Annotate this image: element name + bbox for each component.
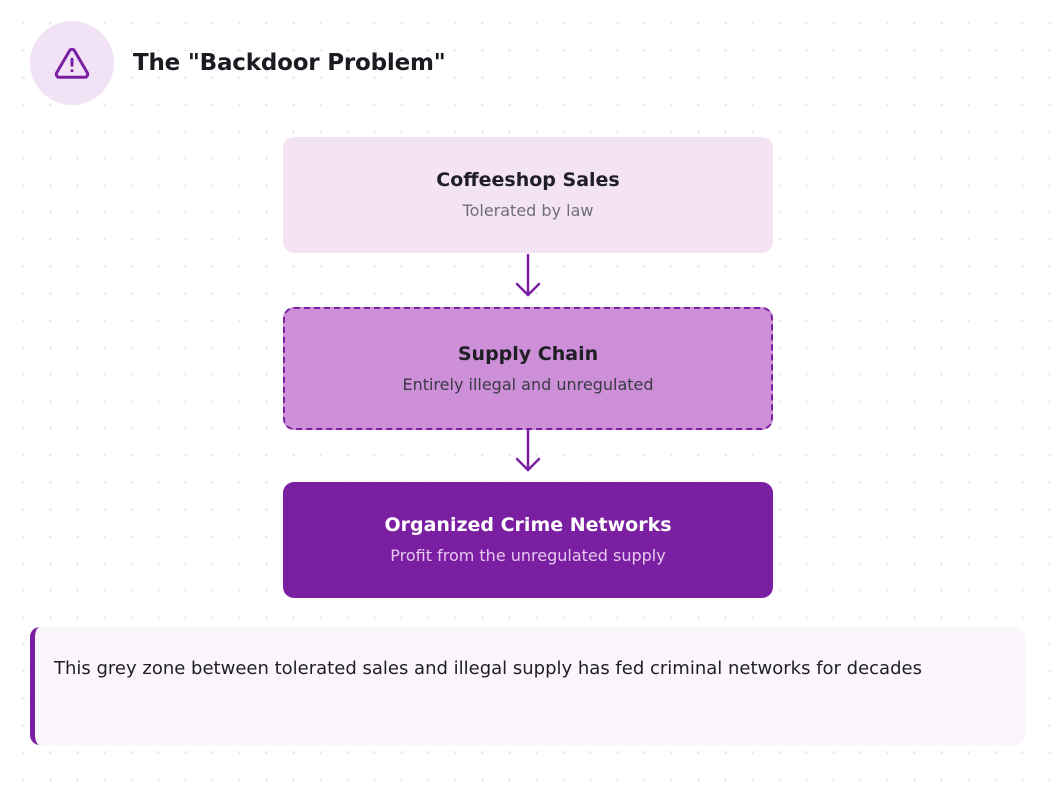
flow-step-coffeeshop-sales: Coffeeshop Sales Tolerated by law <box>283 137 773 253</box>
flow-step-title: Organized Crime Networks <box>384 514 672 536</box>
callout-text: This grey zone between tolerated sales a… <box>54 658 922 679</box>
section-header: The "Backdoor Problem" <box>30 21 446 105</box>
flow-step-subtitle: Entirely illegal and unregulated <box>402 374 654 394</box>
flow-step-title: Coffeeshop Sales <box>436 169 620 191</box>
flow-step-title: Supply Chain <box>457 342 599 365</box>
arrow-down-icon <box>515 428 541 472</box>
flow-step-supply-chain: Supply Chain Entirely illegal and unregu… <box>283 307 773 430</box>
warning-icon-badge <box>30 21 114 105</box>
arrow-down-icon <box>515 253 541 297</box>
flow-step-subtitle: Profit from the unregulated supply <box>390 546 666 565</box>
callout-note: This grey zone between tolerated sales a… <box>30 627 1025 745</box>
page-title: The "Backdoor Problem" <box>133 50 446 76</box>
flow-step-subtitle: Tolerated by law <box>462 201 594 220</box>
warning-triangle-icon <box>54 47 90 79</box>
flow-step-organized-crime-networks: Organized Crime Networks Profit from the… <box>283 482 773 598</box>
